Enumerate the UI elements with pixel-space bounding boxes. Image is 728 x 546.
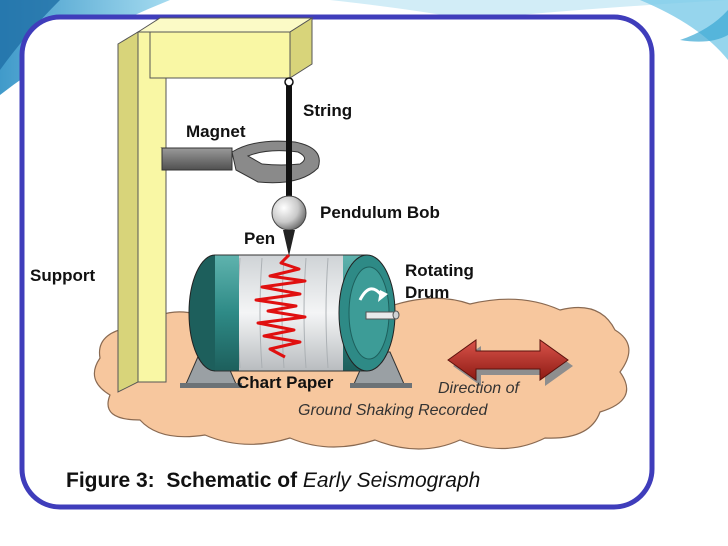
caption-prefix: Figure 3:: [66, 469, 155, 492]
pendulum-bob: [271, 195, 307, 231]
direction-label-line2: Ground Shaking Recorded: [298, 402, 488, 419]
pendulum-bob-label: Pendulum Bob: [320, 203, 440, 222]
magnet-label: Magnet: [186, 122, 246, 141]
caption-italic-text: Early Seismograph: [302, 469, 481, 492]
support-frame: [117, 17, 314, 393]
chart-paper-label: Chart Paper: [237, 373, 334, 392]
rotating-drum-label-line2: Drum: [405, 283, 450, 302]
magnet: [160, 140, 320, 184]
rotating-drum-label-line1: Rotating: [405, 261, 474, 280]
seismic-trace: [254, 253, 307, 359]
string-label: String: [303, 101, 353, 120]
support-label: Support: [30, 266, 96, 285]
rotating-drum: [188, 254, 400, 372]
figure-caption: Figure 3: Schematic of Early Seismograph: [66, 469, 480, 493]
pen-label: Pen: [244, 229, 276, 248]
direction-label-line1: Direction of: [438, 380, 519, 397]
string-hook: [284, 77, 294, 87]
pendulum-string: [286, 78, 292, 198]
shaking-direction-arrow: [447, 339, 573, 386]
caption-bold-text: Schematic of: [166, 469, 298, 492]
pen: [283, 230, 295, 256]
